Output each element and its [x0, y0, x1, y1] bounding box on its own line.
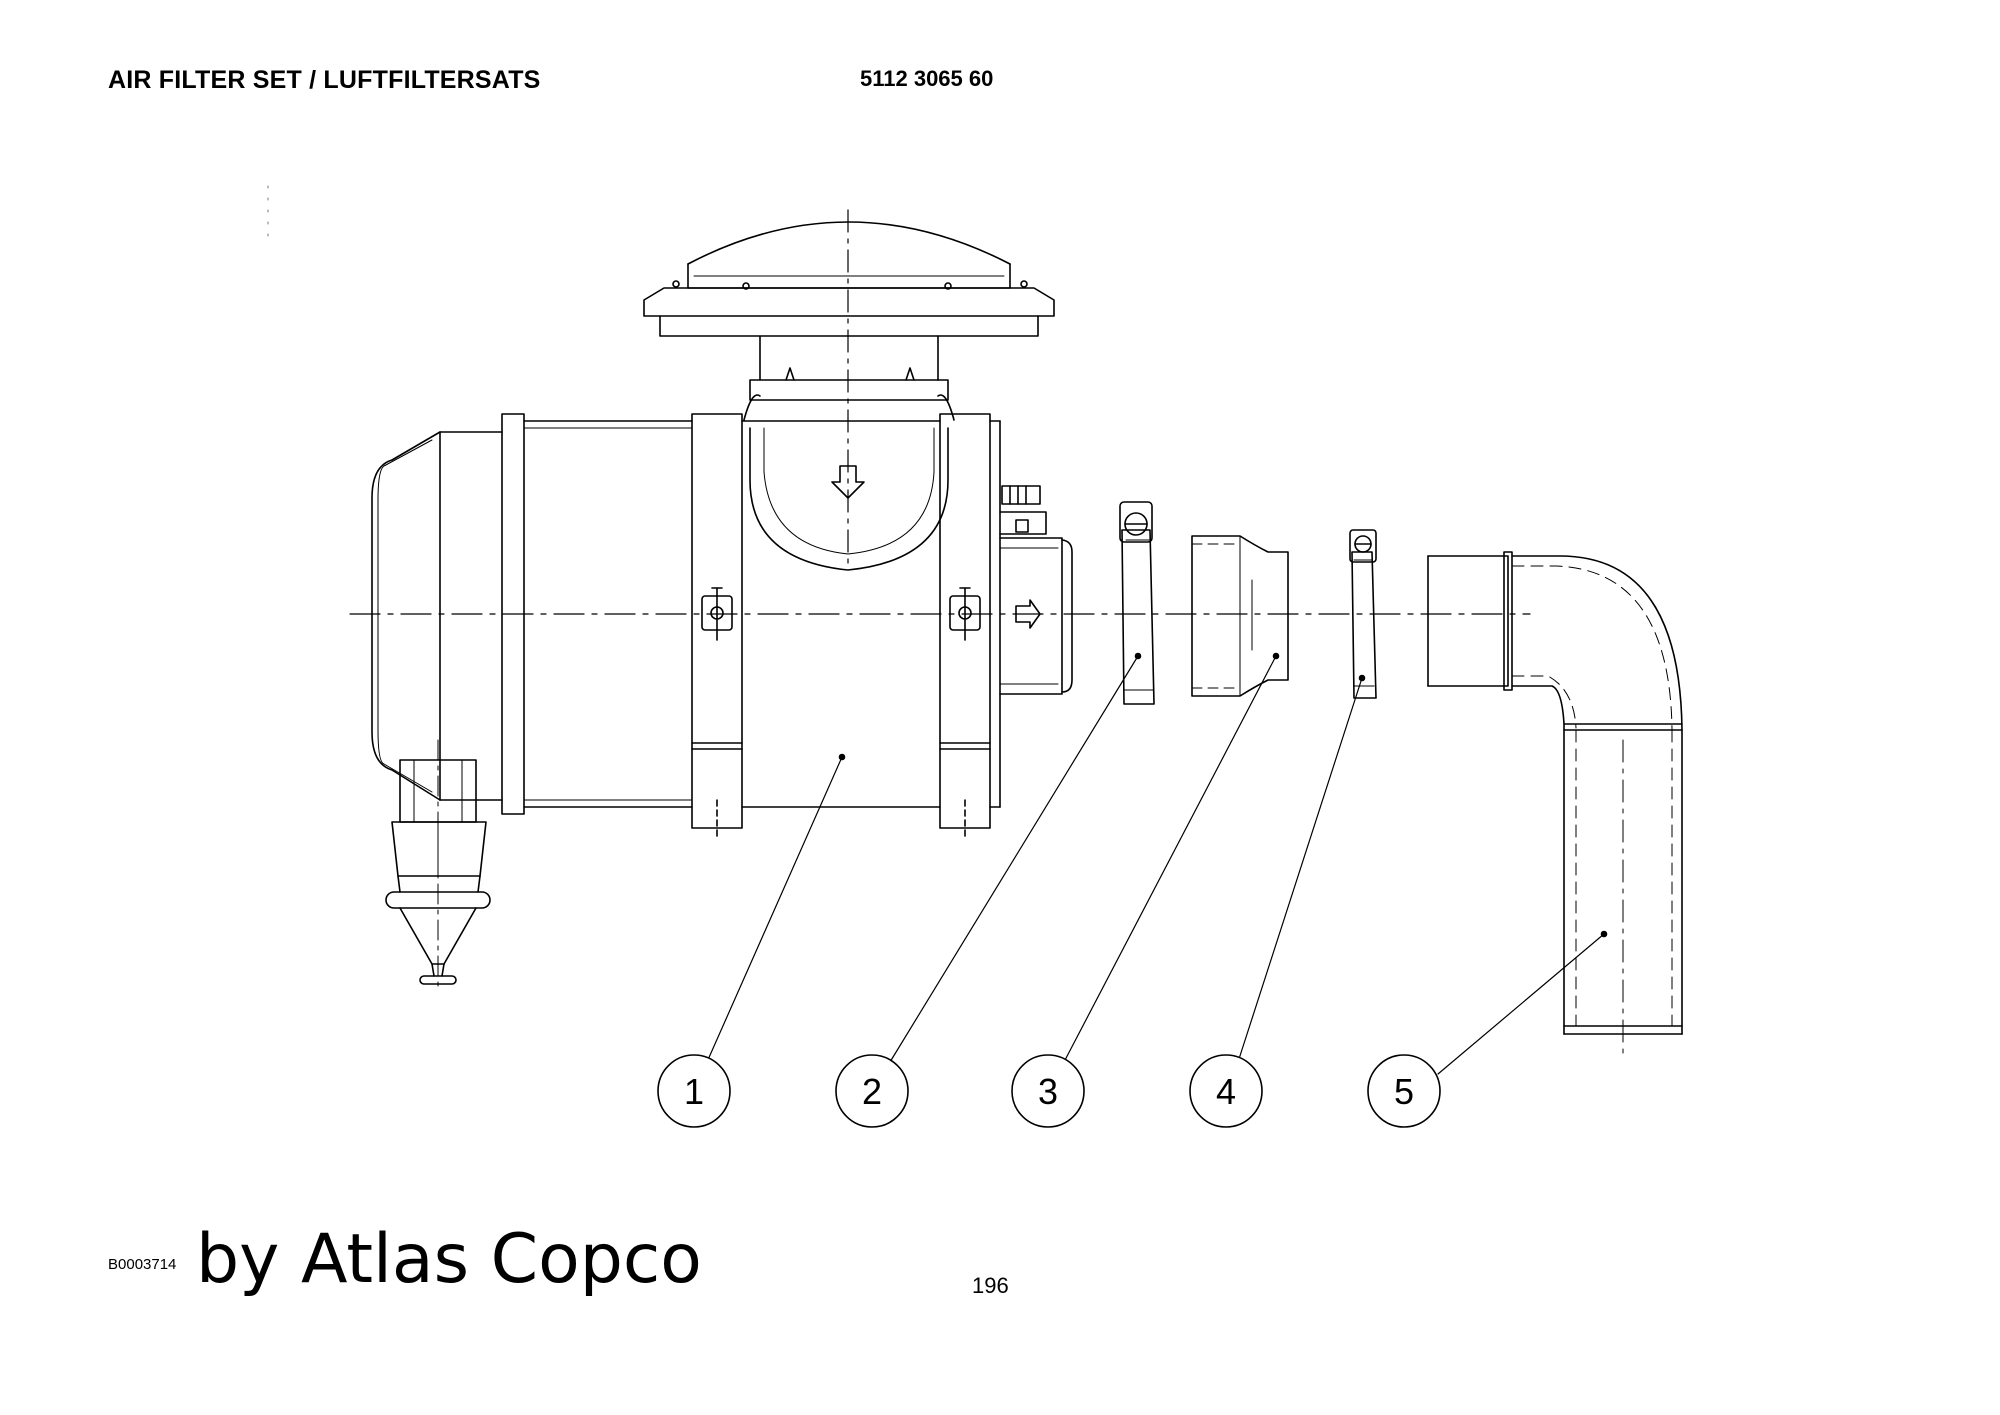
page-title: AIR FILTER SET / LUFTFILTERSATS [108, 66, 541, 94]
leader-lines [706, 655, 1605, 1075]
elbow-pipe-5 [1427, 551, 1683, 1061]
page-number: 196 [972, 1273, 1009, 1298]
part-number: 5112 3065 60 [860, 66, 994, 91]
brand-text: by Atlas Copco [196, 1220, 702, 1299]
drawing-code: B0003714 [108, 1256, 177, 1273]
pre-cleaner-cap [643, 209, 1055, 571]
rubber-reducer-3 [1191, 535, 1289, 697]
hose-clamp-4 [1349, 529, 1377, 699]
air-filter-housing [371, 394, 1073, 991]
hose-clamp-2 [1119, 501, 1155, 705]
